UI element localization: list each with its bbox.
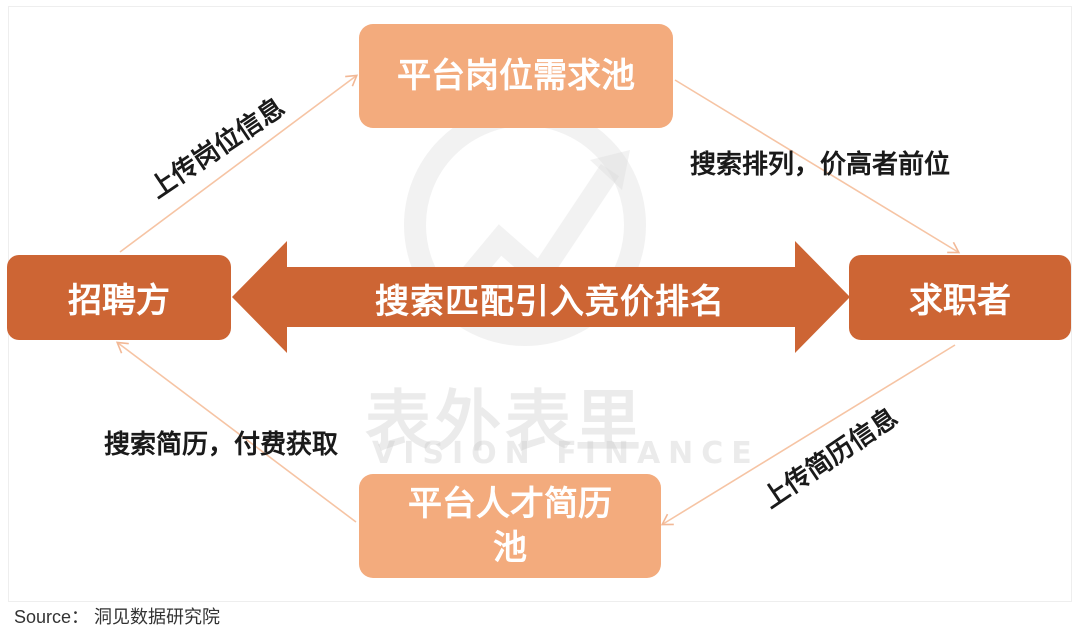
label-search-resume: 搜索简历，付费获取: [104, 430, 339, 460]
source-note: Source： 洞见数据研究院: [14, 607, 221, 627]
edge-resume-pool-to-employer: [115, 341, 357, 523]
center-arrow-label: 搜索匹配引入竞价排名: [375, 281, 725, 322]
edge-job-pool-to-seeker: [674, 79, 961, 254]
watermark-brand: 表外表里: [365, 383, 645, 460]
node-resume-pool: 平台人才简历池: [359, 474, 661, 578]
edge-employer-to-job-pool: [119, 74, 359, 253]
node-employer: 招聘方: [7, 255, 231, 340]
node-job-pool: 平台岗位需求池: [359, 24, 673, 128]
label-search-rank: 搜索排列，价高者前位: [690, 150, 951, 180]
center-double-arrow: [232, 241, 850, 353]
edge-seeker-to-resume-pool: [660, 344, 956, 526]
node-job-seeker: 求职者: [849, 255, 1071, 340]
watermark-brand-en: VISION FINANCE: [372, 436, 760, 471]
